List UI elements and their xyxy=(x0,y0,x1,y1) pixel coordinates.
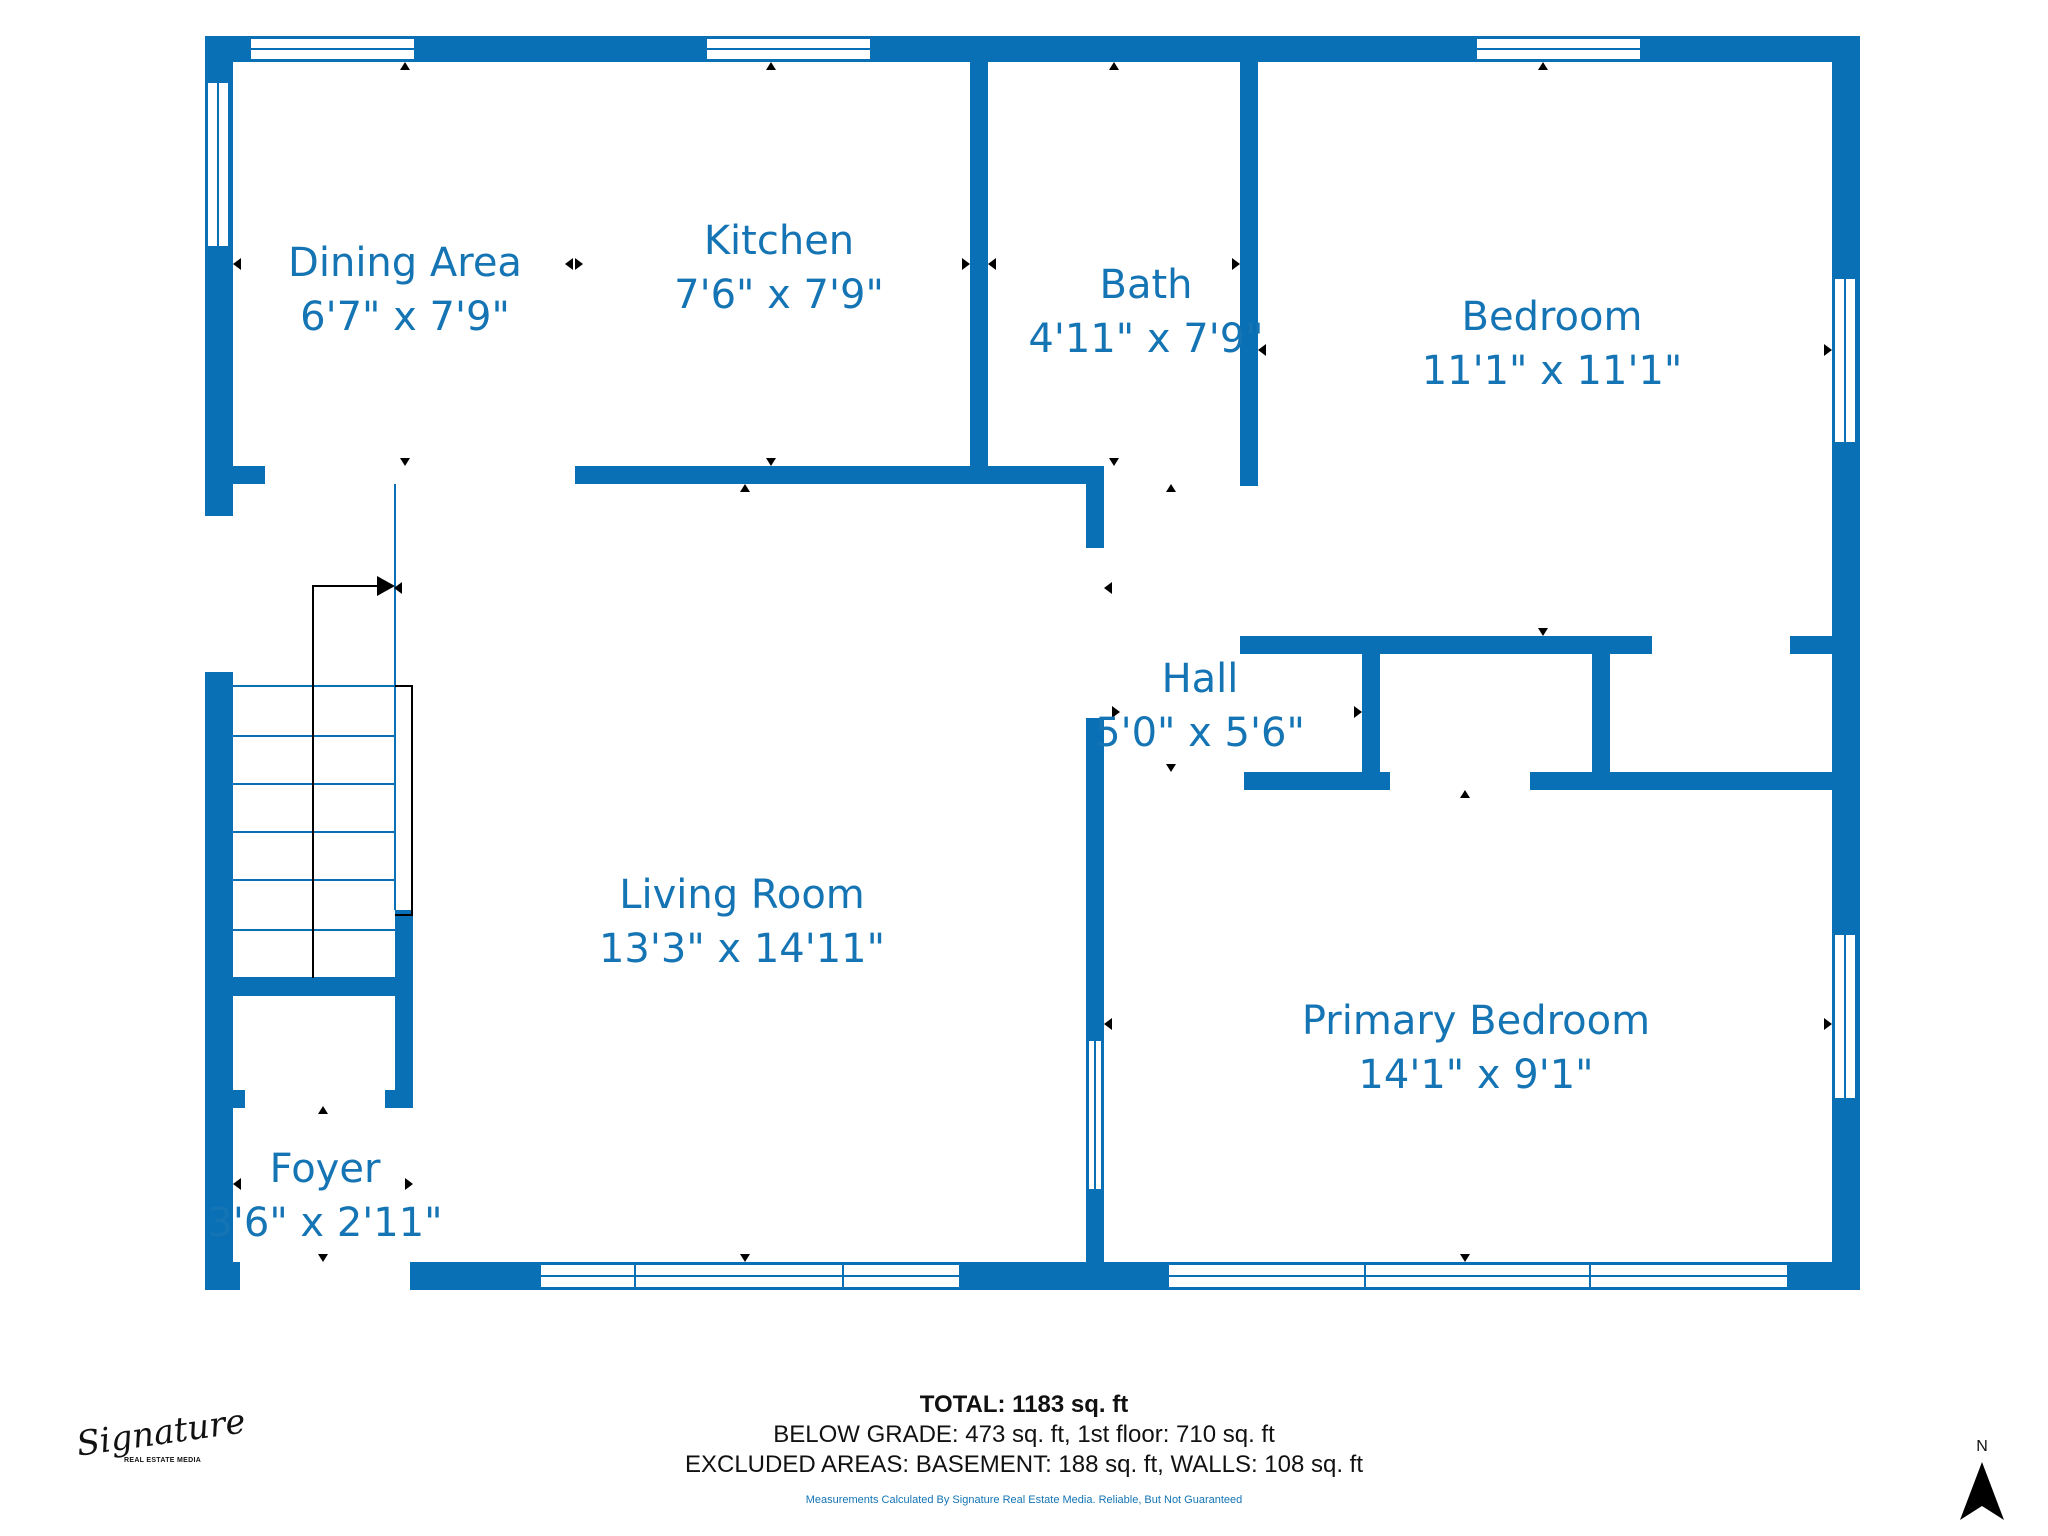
north-compass: N xyxy=(1952,1438,2012,1528)
stair-arrowhead xyxy=(377,576,395,596)
stair-direction-arrow xyxy=(312,585,413,978)
north-label: N xyxy=(1976,1438,1988,1455)
bath-dimensions: 4'11" x 7'9" xyxy=(1028,316,1263,362)
primary-bedroom-name: Primary Bedroom xyxy=(1302,998,1650,1044)
bath-name: Bath xyxy=(1100,262,1193,308)
dining-area-dimensions: 6'7" x 7'9" xyxy=(300,294,510,340)
living-room-name: Living Room xyxy=(619,872,865,918)
hall-name: Hall xyxy=(1162,656,1239,702)
foyer-dimensions: 3'6" x 2'11" xyxy=(207,1200,442,1246)
bedroom-name: Bedroom xyxy=(1462,294,1643,340)
logo-subtitle: REAL ESTATE MEDIA xyxy=(124,1457,202,1464)
excluded-areas: EXCLUDED AREAS: BASEMENT: 188 sq. ft, WA… xyxy=(684,1451,1364,1478)
measurement-disclaimer: Measurements Calculated By Signature Rea… xyxy=(805,1494,1243,1506)
below-grade-area: BELOW GRADE: 473 sq. ft, 1st floor: 710 … xyxy=(773,1421,1275,1448)
north-arrow-icon xyxy=(1960,1462,2004,1520)
kitchen-dimensions: 7'6" x 7'9" xyxy=(674,272,884,318)
total-area: TOTAL: 1183 sq. ft xyxy=(919,1391,1129,1418)
dimension-markers xyxy=(233,62,1832,1262)
windows xyxy=(206,37,1857,1289)
signature-logo: Signature REAL ESTATE MEDIA xyxy=(72,1401,248,1485)
openings xyxy=(205,466,1790,1290)
primary-bedroom-dimensions: 14'1" x 9'1" xyxy=(1358,1052,1593,1098)
area-summary: TOTAL: 1183 sq. ft BELOW GRADE: 473 sq. … xyxy=(0,1390,2048,1506)
kitchen-name: Kitchen xyxy=(704,218,854,264)
room-labels: Dining Area 6'7" x 7'9" Kitchen 7'6" x 7… xyxy=(207,218,1682,1246)
foyer-name: Foyer xyxy=(270,1146,381,1192)
hall-dimensions: 5'0" x 5'6" xyxy=(1095,710,1305,756)
walls xyxy=(205,36,1860,1290)
bedroom-dimensions: 11'1" x 11'1" xyxy=(1422,348,1683,394)
living-room-dimensions: 13'3" x 14'11" xyxy=(599,926,885,972)
dining-area-name: Dining Area xyxy=(288,240,522,286)
